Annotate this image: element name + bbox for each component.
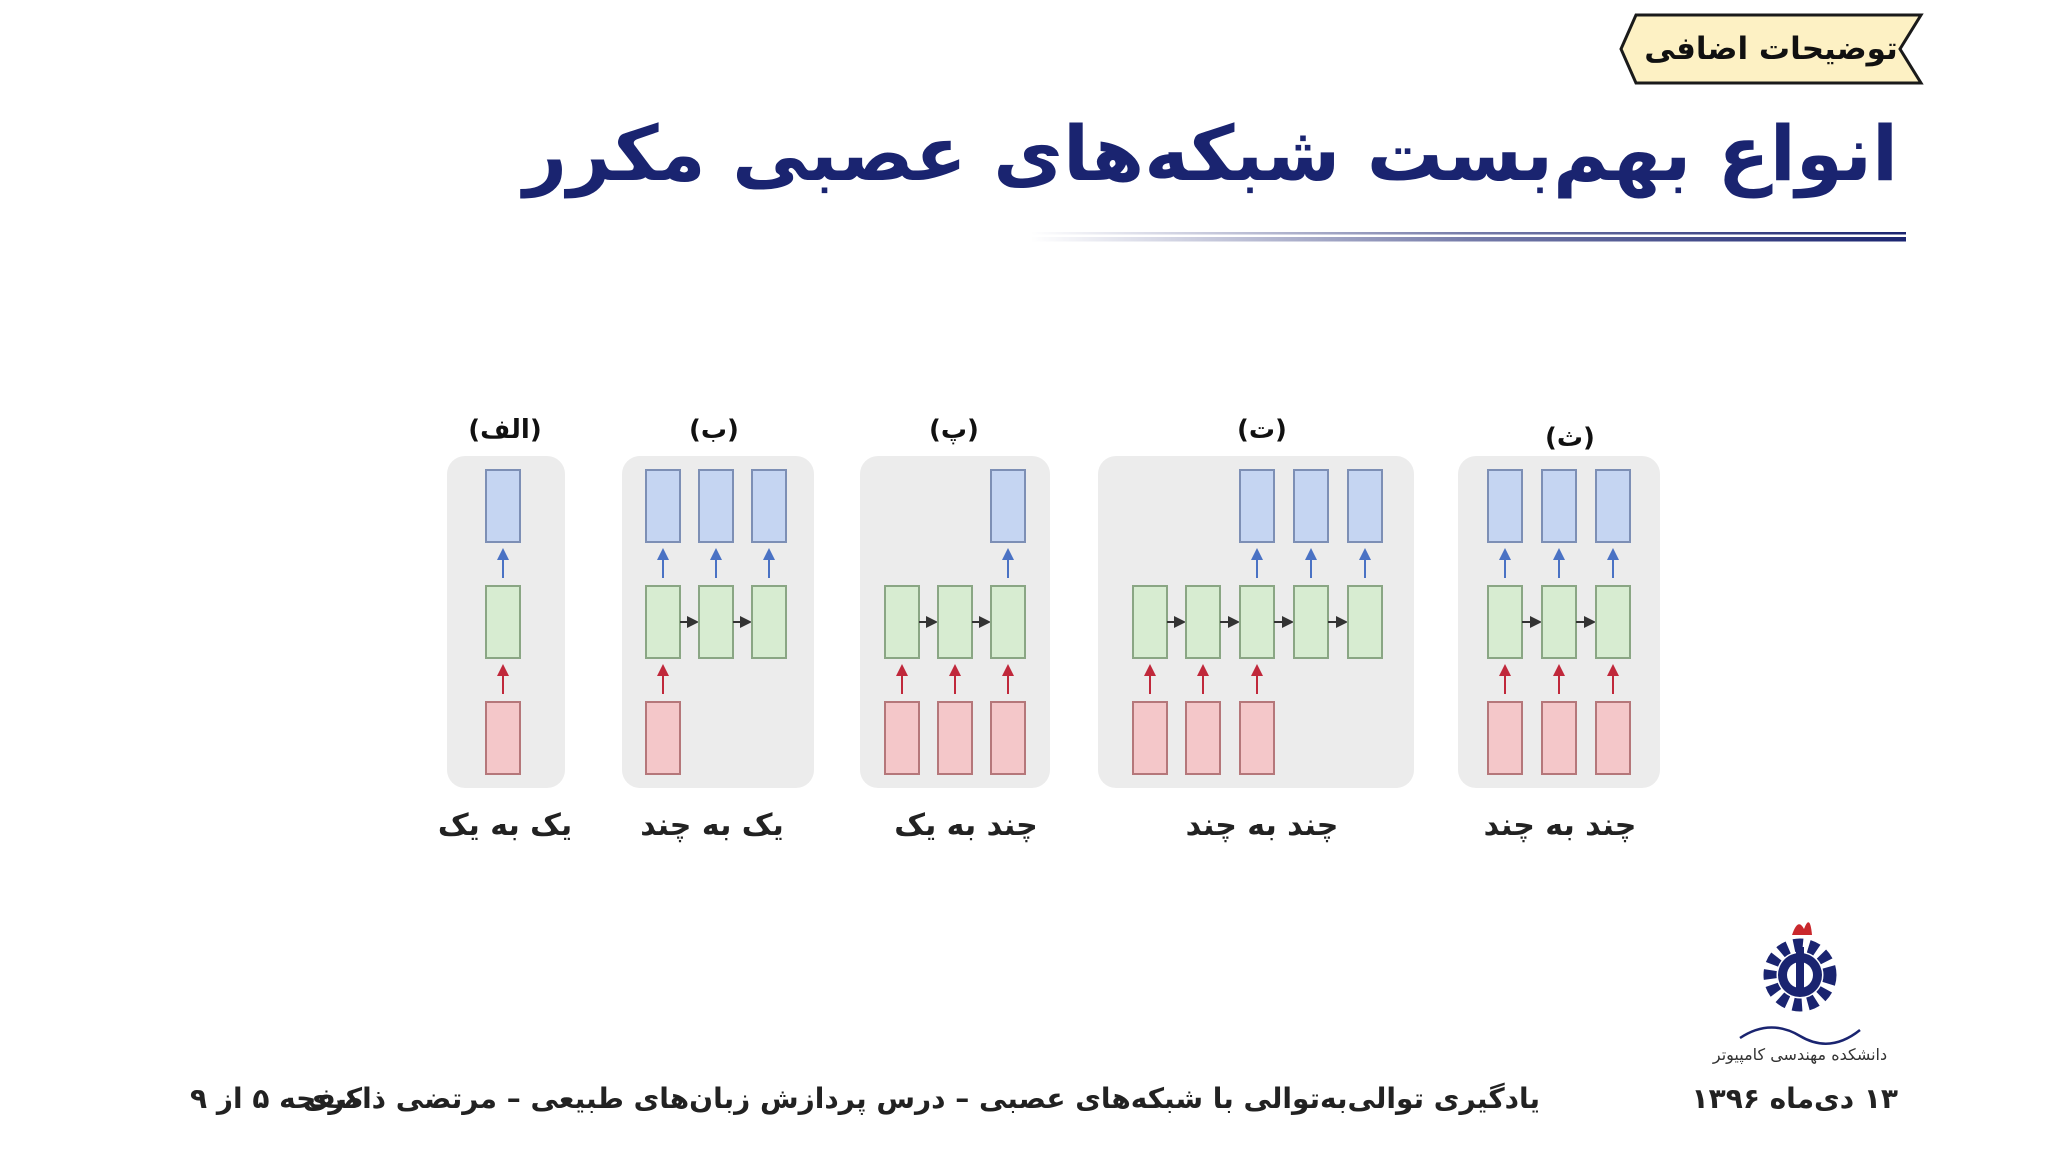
hidden-state-box — [645, 585, 681, 659]
input-box — [1185, 701, 1221, 775]
output-box — [1347, 469, 1383, 543]
panel-letter: (الف) — [468, 415, 541, 445]
panel-letter: (ت) — [1237, 415, 1287, 445]
panel-caption: یک به یک — [438, 808, 572, 843]
footer-course-title: یادگیری توالی‌به‌توالی با شبکه‌های عصبی … — [302, 1082, 1540, 1115]
input-box — [1541, 701, 1577, 775]
hidden-state-box — [1541, 585, 1577, 659]
output-box — [645, 469, 681, 543]
hidden-state-box — [1293, 585, 1329, 659]
output-box — [990, 469, 1026, 543]
badge-label: توضیحات اضافی — [1644, 31, 1898, 67]
footer-page-number: صفحه ۵ از ۹ — [190, 1082, 364, 1115]
footer-date: ۱۳ دی‌ماه ۱۳۹۶ — [1691, 1082, 1898, 1115]
extra-notes-badge: توضیحات اضافی — [1618, 12, 1924, 86]
input-box — [990, 701, 1026, 775]
hidden-state-box — [937, 585, 973, 659]
input-box — [884, 701, 920, 775]
input-box — [1239, 701, 1275, 775]
output-box — [1595, 469, 1631, 543]
input-box — [1595, 701, 1631, 775]
output-box — [1541, 469, 1577, 543]
output-box — [698, 469, 734, 543]
hidden-state-box — [1347, 585, 1383, 659]
hidden-state-box — [990, 585, 1026, 659]
hidden-state-box — [1595, 585, 1631, 659]
panel-letter: (ب) — [689, 415, 739, 445]
input-box — [645, 701, 681, 775]
input-box — [1132, 701, 1168, 775]
output-box — [751, 469, 787, 543]
university-logo — [1739, 922, 1861, 1045]
faculty-name: دانشکده مهندسی کامپیوتر — [1712, 1045, 1888, 1064]
output-box — [1487, 469, 1523, 543]
input-box — [937, 701, 973, 775]
title-underline — [1030, 232, 1906, 242]
panel-caption: چند به چند — [1186, 808, 1339, 843]
panel-caption: چند به یک — [894, 808, 1038, 843]
panel-caption: یک به چند — [640, 808, 784, 843]
output-box — [1239, 469, 1275, 543]
input-box — [1487, 701, 1523, 775]
hidden-state-box — [1487, 585, 1523, 659]
page-title: انواع بهم‌بست شبکه‌های عصبی مکرر — [523, 109, 1898, 198]
hidden-state-box — [751, 585, 787, 659]
hidden-state-box — [1185, 585, 1221, 659]
hidden-state-box — [1239, 585, 1275, 659]
output-box — [485, 469, 521, 543]
hidden-state-box — [485, 585, 521, 659]
hidden-state-box — [884, 585, 920, 659]
output-box — [1293, 469, 1329, 543]
hidden-state-box — [1132, 585, 1168, 659]
hidden-state-box — [698, 585, 734, 659]
panel-letter: (پ) — [929, 415, 979, 445]
panel-letter: (ث) — [1545, 423, 1595, 453]
input-box — [485, 701, 521, 775]
panel-caption: چند به چند — [1484, 808, 1637, 843]
